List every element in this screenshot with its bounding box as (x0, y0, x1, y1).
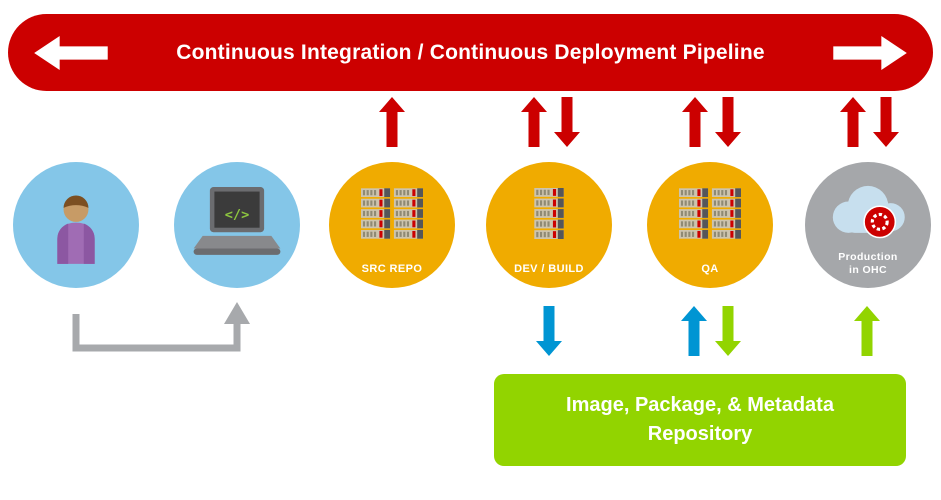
repo-to-qa-up-arrow-icon (681, 306, 707, 356)
node-production: Production in OHC (805, 162, 931, 288)
node-qa: QA (647, 162, 773, 288)
pipeline-banner: Continuous Integration / Continuous Depl… (8, 14, 933, 91)
node-workstation: </> (174, 162, 300, 288)
repository-box: Image, Package, & Metadata Repository (494, 374, 906, 466)
production-up-arrow-icon (840, 97, 866, 147)
cloud-openshift-icon (832, 185, 905, 238)
left-arrow-icon (34, 36, 108, 70)
repository-label-line2: Repository (647, 423, 753, 445)
pipeline-banner-title: Continuous Integration / Continuous Depl… (176, 40, 765, 64)
server-rack-icon (361, 188, 423, 239)
node-developer (13, 162, 139, 288)
repository-label-line1: Image, Package, & Metadata (566, 394, 834, 416)
server-rack-icon (534, 188, 564, 239)
node-label-qa: QA (701, 263, 719, 275)
qa-up-arrow-icon (682, 97, 708, 147)
dev-build-down-arrow-icon (554, 97, 580, 147)
node-src-repo: SRC REPO (329, 162, 455, 288)
laptop-icon: </> (193, 187, 281, 255)
qa-to-repo-down-arrow-icon (715, 306, 741, 356)
dev-build-to-repo-down-arrow-icon (536, 306, 562, 356)
developer-to-workstation-connector (72, 302, 250, 352)
node-dev-build: DEV / BUILD (486, 162, 612, 288)
production-down-arrow-icon (873, 97, 899, 147)
node-label-production: Production in OHC (838, 250, 898, 277)
qa-down-arrow-icon (715, 97, 741, 147)
dev-build-up-arrow-icon (521, 97, 547, 147)
server-rack-icon (679, 188, 741, 239)
node-label-dev-build: DEV / BUILD (514, 263, 584, 275)
code-text: </> (225, 207, 249, 223)
src-repo-up-arrow-icon (379, 97, 405, 147)
node-label-src-repo: SRC REPO (361, 263, 423, 275)
right-arrow-icon (833, 36, 907, 70)
repo-to-production-up-arrow-icon (854, 306, 880, 356)
person-icon (57, 195, 95, 264)
